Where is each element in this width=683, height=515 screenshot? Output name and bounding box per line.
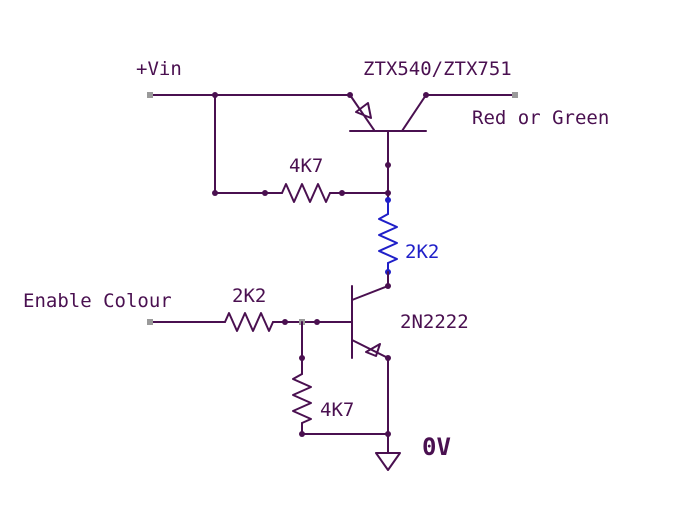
vin-junction-dot [212, 92, 218, 98]
vin-pin [147, 92, 153, 98]
vin-label: +Vin [136, 58, 182, 80]
pnp-base-node-dot [385, 190, 391, 196]
feedback-left-dot [212, 190, 218, 196]
collector-resistor-label: 2K2 [405, 241, 439, 263]
ground-label: 0V [422, 433, 451, 461]
pnp-emitter-dot [347, 92, 353, 98]
pnp-part-label: ZTX540/ZTX751 [363, 58, 512, 80]
pnp-collector-dot [423, 92, 429, 98]
base-resistor-right-dot [282, 319, 288, 325]
npn-base-dot [314, 319, 320, 325]
vin-rail [149, 94, 351, 194]
npn-part-label: 2N2222 [400, 311, 469, 333]
pulldown-top-dot [299, 355, 305, 361]
pnp-transistor [349, 94, 427, 201]
base-resistor-label: 2K2 [232, 285, 266, 307]
pulldown-resistor-label: 4K7 [320, 399, 354, 421]
enable-pin [147, 319, 153, 325]
collector-resistor [378, 199, 398, 273]
pulldown-resistor [292, 321, 389, 435]
pulldown-bottom-dot [299, 431, 305, 437]
pnp-base-dot [385, 162, 391, 168]
npn-transistor [351, 271, 389, 359]
feedback-resistor-left-dot [262, 190, 268, 196]
feedback-resistor-right-dot [339, 190, 345, 196]
ground-symbol [375, 452, 401, 471]
collector-resistor-top-dot [385, 197, 391, 203]
npn-emitter-arrow [365, 343, 381, 357]
output-label: Red or Green [472, 107, 609, 129]
output-pin [512, 92, 518, 98]
enable-label: Enable Colour [23, 290, 172, 312]
npn-collector-dot [385, 283, 391, 289]
feedback-resistor-label: 4K7 [289, 155, 323, 177]
pnp-emitter-arrow [355, 102, 372, 119]
feedback-resistor [264, 183, 389, 203]
ground-junction-dot [385, 431, 391, 437]
